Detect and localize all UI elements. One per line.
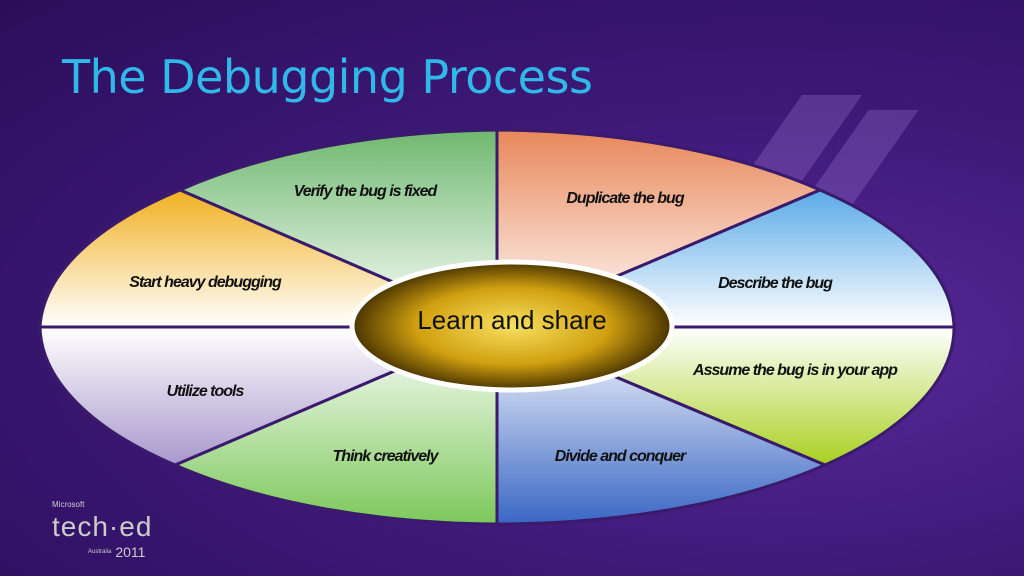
segment-label-assume: Assume the bug is in your app — [693, 362, 898, 379]
logo-brand: Microsoft — [52, 500, 85, 509]
center-label: Learn and share — [417, 305, 607, 335]
logo-year: 2011 — [115, 544, 146, 560]
segment-label-describe: Describe the bug — [718, 275, 833, 292]
logo-name: tech·ed — [52, 511, 153, 542]
segment-label-start: Start heavy debugging — [129, 274, 281, 291]
segment-label-duplicate: Duplicate the bug — [566, 190, 684, 207]
slide-title: The Debugging Process — [62, 50, 593, 104]
segment-label-verify: Verify the bug is fixed — [293, 183, 438, 200]
center-hub — [349, 259, 675, 393]
segment-label-divide: Divide and conquer — [554, 448, 686, 465]
segment-label-think: Think creatively — [332, 448, 439, 465]
logo-region: Australia — [88, 549, 112, 555]
segment-label-utilize: Utilize tools — [166, 383, 245, 400]
